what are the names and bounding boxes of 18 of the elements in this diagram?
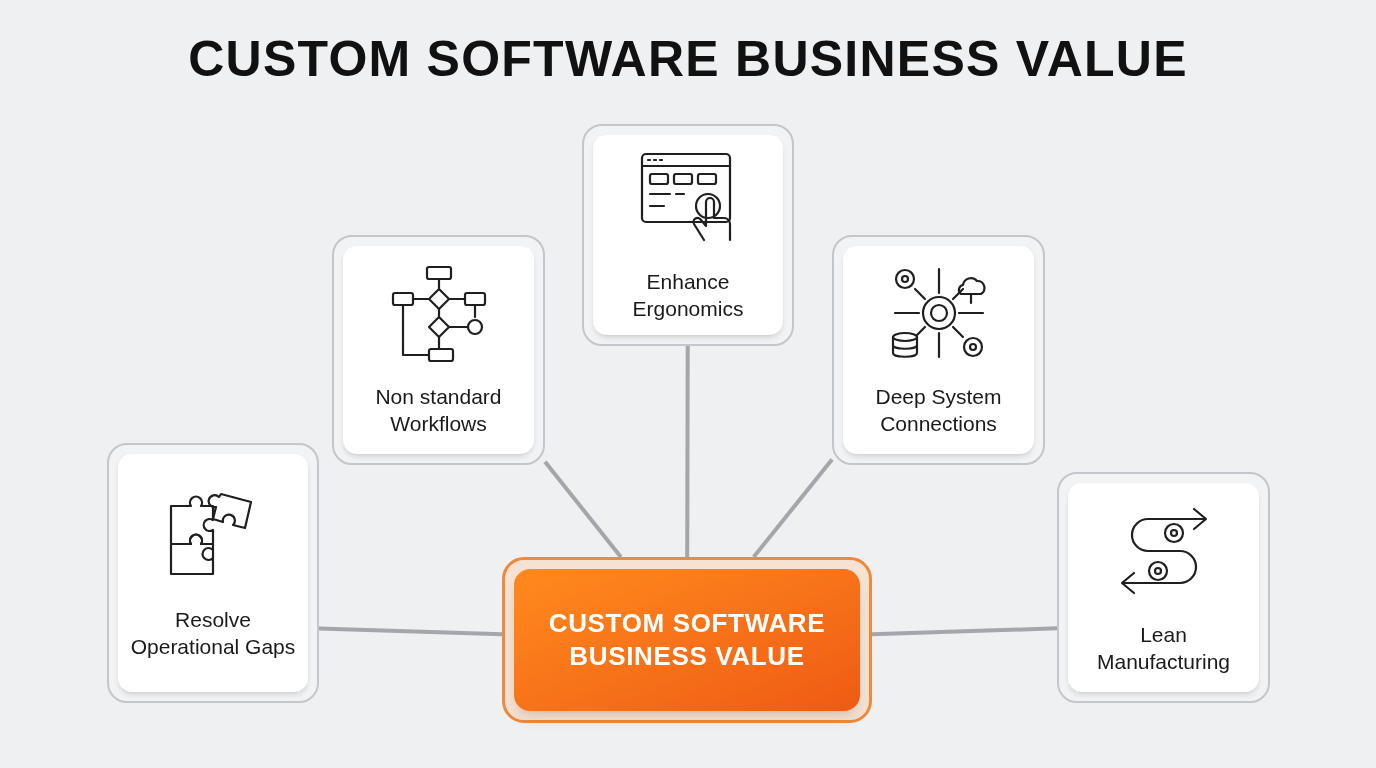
card-label: Enhance Ergonomics xyxy=(631,269,745,322)
central-label: CUSTOM SOFTWARE BUSINESS VALUE xyxy=(547,607,827,673)
card-label: Deep System Connections xyxy=(874,384,1003,437)
central-value-box xyxy=(502,557,872,723)
value-card xyxy=(332,235,545,465)
connector-line xyxy=(543,460,623,559)
value-card xyxy=(1057,472,1270,703)
value-card xyxy=(832,235,1045,465)
value-card xyxy=(107,443,319,703)
connector-line xyxy=(871,626,1058,637)
title: CUSTOM SOFTWARE BUSINESS VALUE xyxy=(187,34,1189,84)
card-label: Non standard Workflows xyxy=(374,384,503,437)
card-label: Resolve Operational Gaps xyxy=(129,607,297,660)
connector-line xyxy=(318,626,503,637)
connector-line xyxy=(685,346,690,557)
value-card xyxy=(582,124,794,346)
card-label: Lean Manufacturing xyxy=(1095,621,1232,675)
connector-line xyxy=(752,458,834,559)
